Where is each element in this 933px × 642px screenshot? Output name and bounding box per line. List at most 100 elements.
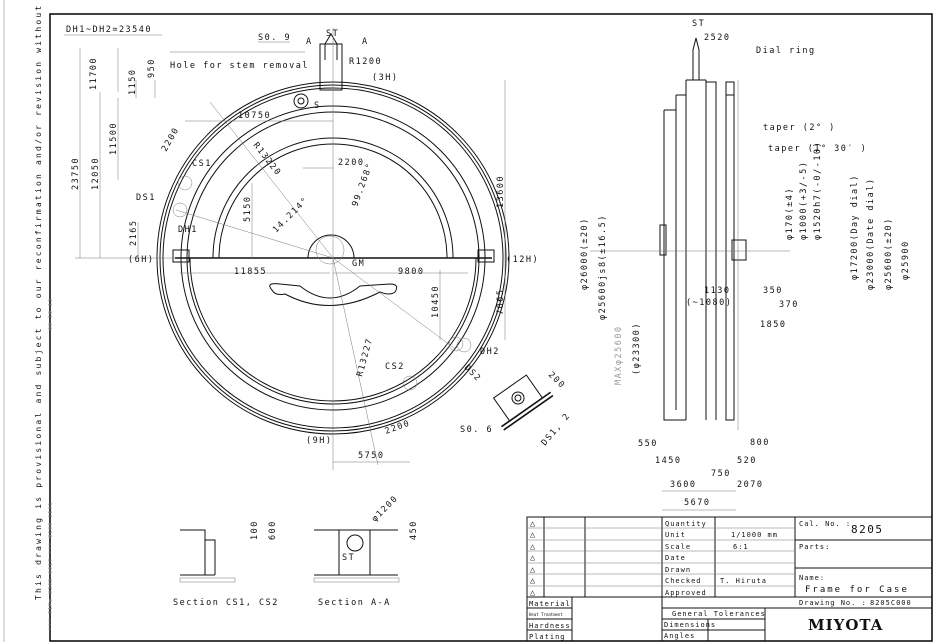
dim-950: 950 [147,58,157,78]
dim-200: 200 [546,370,567,391]
label-r1200: R1200 [349,57,382,67]
side-view: ST 2520 Dial ring taper (2° ) taper (1° … [580,19,911,511]
dim-2165: 2165 [129,220,139,246]
svg-text:△: △ [530,576,537,586]
dim-5750: 5750 [358,451,384,461]
drawing-no-label: Drawing No. : [799,599,867,607]
date-label: Date [665,554,686,562]
dim-750: 750 [711,469,731,479]
label-cs1: CS1 [192,159,212,169]
checked-label: Checked [665,577,702,585]
unit-value: 1/1000 mm [731,531,778,539]
label-taper-130: taper (1° 30′ ) [768,144,867,154]
label-ds12: DS1, 2 [540,411,573,448]
dim-7065: 7065 [496,289,506,315]
dim-phi23300: (φ23300) [632,322,642,375]
dim-r13227: R13227 [355,337,375,378]
angles-label: Angles [664,632,695,640]
dim-13600: 13600 [496,175,506,208]
svg-text:△: △ [530,519,537,529]
drawing-no: 8205C000 [870,599,912,607]
drawing-frame [49,13,933,642]
dim-11500: 11500 [109,122,119,155]
unit-label: Unit [665,531,686,539]
label-a-left: A [306,37,313,47]
dim-5150: 5150 [243,196,253,222]
label-st-section: ST [342,553,355,563]
dim-2070: 2070 [737,480,763,490]
dim-2200-cs1: 2200 [160,126,182,154]
heat-treatment-label: Heat Treatment [529,612,563,617]
label-so6: S0. 6 [460,425,493,435]
scale-value: 6:1 [733,543,749,551]
label-9h: (9H) [306,436,332,446]
dim-phi25600-20: φ25600(±20) [884,217,894,290]
label-dh1: DH1 [178,225,198,235]
dim-phi25600js8: φ25600js8(±16.5) [598,214,608,320]
title-block: △△△ △△△△ Quantity Unit 1/1000 mm Scale 6… [526,516,933,642]
label-st: ST [326,29,339,39]
dim-12050: 12050 [91,157,101,190]
dim-phi170: φ170(±4) [785,187,795,240]
svg-text:△: △ [530,588,537,598]
label-s: S [314,101,321,111]
dim-11855: 11855 [234,267,267,277]
general-tolerances-label: General Tolerances [672,610,766,618]
name-label: Name: [799,574,825,582]
label-so9: S0. 9 [258,33,291,43]
dim-100: 100 [250,520,260,540]
side-notice: This drawing is provisional and subject … [34,0,43,600]
svg-text:△: △ [530,530,537,540]
side-small-date: 00-10-12 [48,298,54,330]
dim-11700: 11700 [89,57,99,90]
dim-1130: 1130 [704,286,730,296]
dim-phi25900: φ25900 [901,240,911,280]
dim-370: 370 [779,300,799,310]
dim-10450: 10450 [431,285,441,318]
approved-label: Approved [665,589,707,597]
material-label: Material [529,600,571,608]
dim-1080: (~1080) [686,298,732,308]
plating-label: Plating [529,633,566,641]
dim-phi1000: φ1000(+3/-5) [799,161,809,240]
scale-label: Scale [665,543,691,551]
dim-1850: 1850 [760,320,786,330]
label-gm: GM [352,259,365,269]
dim-450: 450 [409,520,419,540]
front-view: DH1~DH2=23540 S0. 9 A ST A R1200 (3H) Ho… [64,25,573,470]
dim-600: 600 [268,520,278,540]
label-taper-2: taper (2° ) [763,123,836,133]
side-small-code: *** T1Pm 8205 0017 *** 0100 1131 [48,502,54,630]
dim-1450: 1450 [655,456,681,466]
dim-phi1520: φ1520h7(-0/-10) [813,141,823,240]
dh-note: DH1~DH2=23540 [66,25,152,35]
cal-label: Cal. No. : [799,520,851,528]
dim-2200-top: 2200 [338,158,364,168]
dim-350: 350 [763,286,783,296]
svg-text:△: △ [530,565,537,575]
label-6h: (6H) [128,255,154,265]
revision-triangles: △△△ △△△△ [530,519,537,598]
label-ds1: DS1 [136,193,156,203]
angle-14: 14.214° [271,195,311,235]
dim-phi23000: φ23000(Date dial) [866,178,876,291]
cal-number: 8205 [851,523,884,536]
section-views: Section CS1, CS2 Section A-A 100 600 φ12… [173,494,419,608]
svg-text:△: △ [530,553,537,563]
label-a-right: A [362,37,369,47]
section-aa-title: Section A-A [318,598,391,608]
part-name: Frame for Case [805,585,909,595]
dim-520: 520 [737,456,757,466]
dim-23750: 23750 [71,157,81,190]
dim-2520: 2520 [704,33,730,43]
dim-phi1200: φ1200 [370,494,400,524]
label-dial-ring: Dial ring [756,46,816,56]
dim-800: 800 [750,438,770,448]
dimensions-label: Dimensions [664,621,716,629]
dim-1150: 1150 [128,69,138,95]
parts-label: Parts: [799,543,830,551]
label-12h: (12H) [506,255,539,265]
dim-3600: 3600 [670,480,696,490]
dim-5670: 5670 [684,498,710,508]
